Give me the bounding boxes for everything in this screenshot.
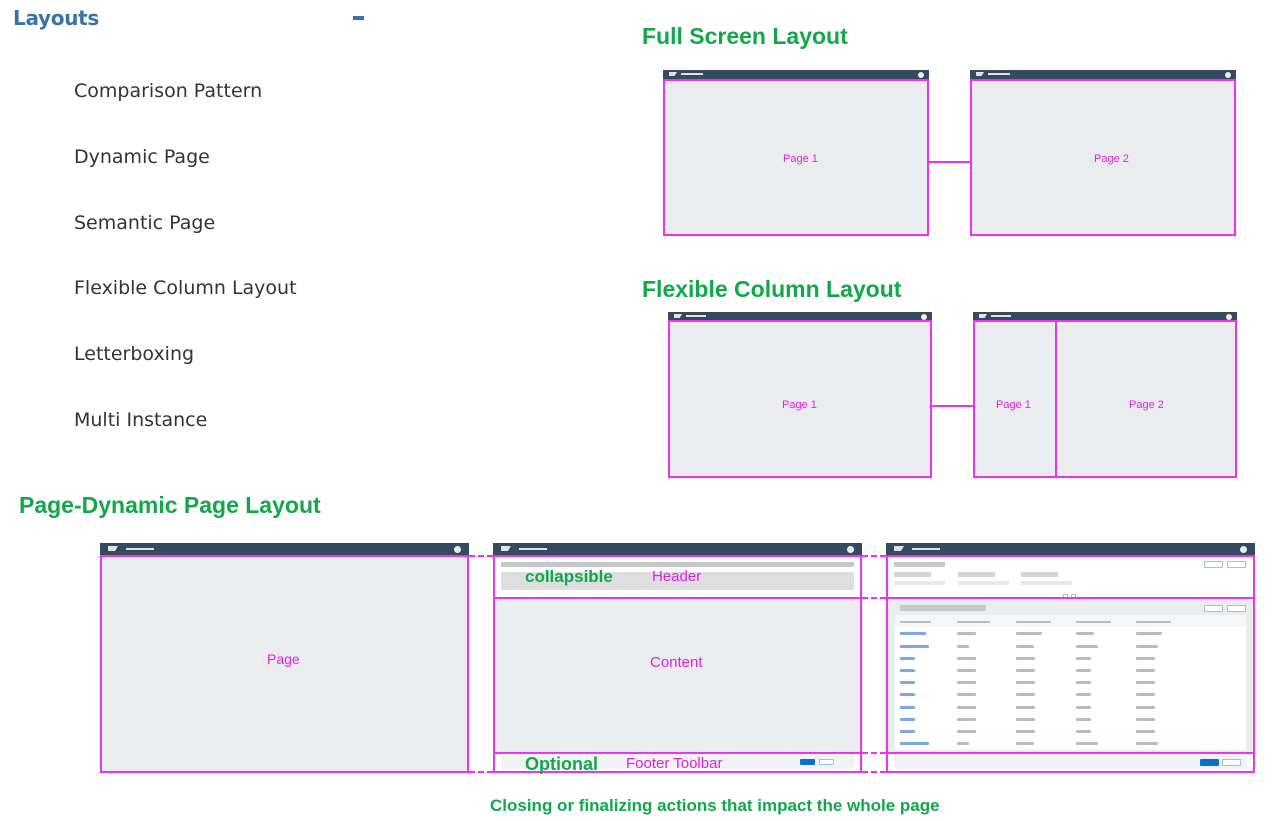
avatar-icon [921, 314, 927, 320]
attr-label [894, 572, 931, 577]
header-content-bar [501, 572, 854, 590]
footer-bar [501, 755, 854, 769]
col-header [900, 621, 931, 623]
page2-label: Page 2 [1094, 153, 1129, 165]
page1-label: Page 1 [782, 399, 817, 411]
title-placeholder [519, 548, 547, 550]
col-header [1076, 621, 1111, 623]
logo-icon [108, 546, 118, 551]
attr-value [958, 581, 1009, 585]
avatar-icon [847, 546, 854, 553]
guide-dash [469, 555, 493, 557]
col-header [1016, 621, 1051, 623]
content-label: Content [650, 654, 703, 671]
column1-frame [973, 320, 1057, 478]
footer-label: Footer Toolbar [626, 755, 723, 772]
guide-dash [862, 771, 886, 773]
title-placeholder-bar [501, 562, 854, 567]
content-frame [493, 597, 862, 754]
logo-icon [979, 314, 987, 318]
guide-dash [862, 555, 886, 557]
guide-dash [862, 597, 886, 599]
sidebar-item-dynamic-page[interactable]: Dynamic Page [74, 146, 210, 168]
attr-label [958, 572, 995, 577]
logo-icon [674, 314, 682, 318]
page1-frame [668, 320, 932, 478]
full-screen-layout-heading: Full Screen Layout [642, 23, 848, 49]
header-action-button [1204, 561, 1223, 568]
table-title-bar [900, 605, 986, 611]
shellbar [886, 543, 1255, 556]
column1-label: Page 1 [996, 399, 1031, 411]
sidebar-item-letterboxing[interactable]: Letterboxing [74, 343, 195, 365]
title-placeholder [686, 315, 706, 317]
guide-dash [469, 771, 493, 773]
logo-icon [894, 546, 904, 551]
title-placeholder [988, 73, 1010, 75]
sidebar-title: Layouts [13, 6, 100, 30]
shellbar [493, 543, 862, 556]
primary-action-button [1200, 759, 1219, 766]
title-placeholder [912, 548, 940, 550]
title-bar [894, 562, 945, 567]
attr-label [1021, 572, 1058, 577]
logo-icon [501, 546, 511, 551]
column2-label: Page 2 [1129, 399, 1164, 411]
flexible-column-layout-heading: Flexible Column Layout [642, 276, 902, 302]
connector-line [929, 161, 970, 163]
connector-line [932, 405, 973, 407]
page1-label: Page 1 [783, 153, 818, 165]
primary-action-button [800, 759, 815, 765]
title-placeholder [681, 73, 703, 75]
guide-dash [862, 752, 886, 754]
page-label: Page [267, 651, 300, 667]
title-placeholder [991, 315, 1011, 317]
col-header [957, 621, 990, 623]
table-header [895, 615, 1246, 627]
header-frame [886, 555, 1255, 599]
attr-value [1021, 581, 1072, 585]
column2-frame [1055, 320, 1237, 478]
avatar-icon [454, 546, 461, 553]
secondary-action-button [819, 759, 834, 765]
shellbar [100, 543, 469, 556]
col-header [1136, 621, 1171, 623]
avatar-icon [1226, 314, 1232, 320]
optional-label: Optional [525, 754, 598, 774]
shellbar [668, 312, 932, 322]
header-action-button [1227, 561, 1246, 568]
attr-value [894, 581, 945, 585]
shellbar [663, 70, 929, 80]
logo-icon [669, 72, 677, 76]
shellbar [970, 70, 1236, 80]
table-action-button [1227, 605, 1246, 612]
minus-icon[interactable] [353, 16, 364, 20]
collapsible-label: collapsible [525, 567, 613, 586]
page-frame [100, 555, 469, 773]
title-placeholder [126, 548, 154, 550]
sidebar-item-semantic-page[interactable]: Semantic Page [74, 212, 216, 234]
dynamic-page-layout-heading: Page-Dynamic Page Layout [19, 492, 321, 518]
header-label: Header [652, 568, 702, 585]
sidebar-item-flexible-column-layout[interactable]: Flexible Column Layout [74, 277, 297, 299]
footer-caption: Closing or finalizing actions that impac… [490, 796, 940, 815]
page1-frame [663, 79, 929, 236]
footer-bar [894, 755, 1247, 769]
sidebar-item-multi-instance[interactable]: Multi Instance [74, 409, 208, 431]
secondary-action-button [1222, 759, 1241, 766]
sidebar-item-comparison-pattern[interactable]: Comparison Pattern [74, 80, 263, 102]
table-card [895, 615, 1246, 750]
shellbar [973, 312, 1237, 322]
avatar-icon [1240, 546, 1247, 553]
avatar-icon [1225, 72, 1231, 78]
table-action-button [1204, 605, 1223, 612]
avatar-icon [918, 72, 924, 78]
page2-frame [970, 79, 1236, 236]
logo-icon [976, 72, 984, 76]
